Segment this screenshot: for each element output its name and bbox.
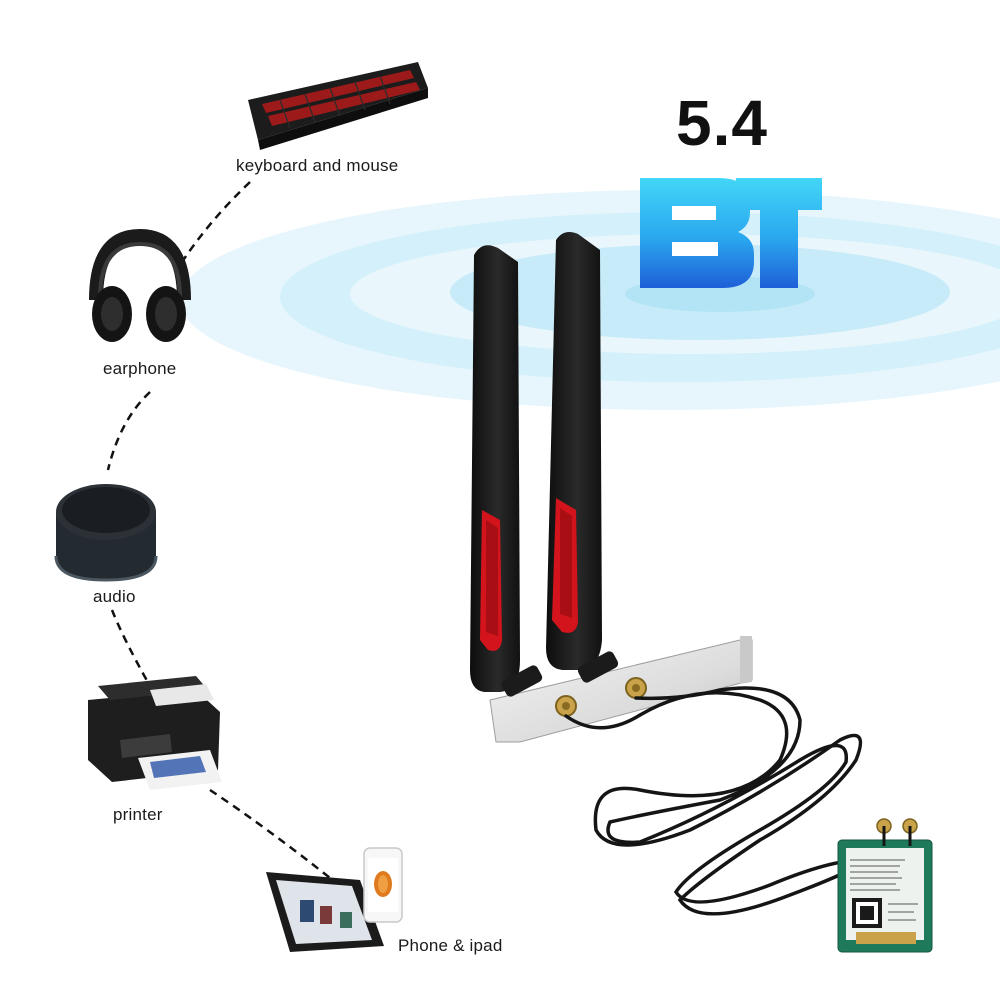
device-label-earphone: earphone [103, 359, 177, 378]
printer-icon [88, 676, 222, 790]
device-label-phone-ipad: Phone & ipad [398, 936, 503, 955]
antenna-cables [564, 686, 864, 916]
device-label-printer: printer [113, 805, 163, 824]
device-label-keyboard: keyboard and mouse [236, 156, 399, 175]
device-chain-line [106, 181, 336, 883]
antenna-left [470, 245, 577, 717]
pcie-bracket [489, 636, 753, 743]
bt-logo [640, 178, 822, 288]
wifi-card [837, 818, 933, 953]
headphones-icon [89, 228, 191, 342]
speaker-icon [54, 484, 158, 582]
keyboard-icon [248, 62, 428, 150]
antenna-right [546, 232, 647, 699]
tablet-phone-icon [266, 847, 403, 952]
device-label-audio: audio [93, 587, 136, 606]
bluetooth-version: 5.4 [676, 87, 768, 159]
